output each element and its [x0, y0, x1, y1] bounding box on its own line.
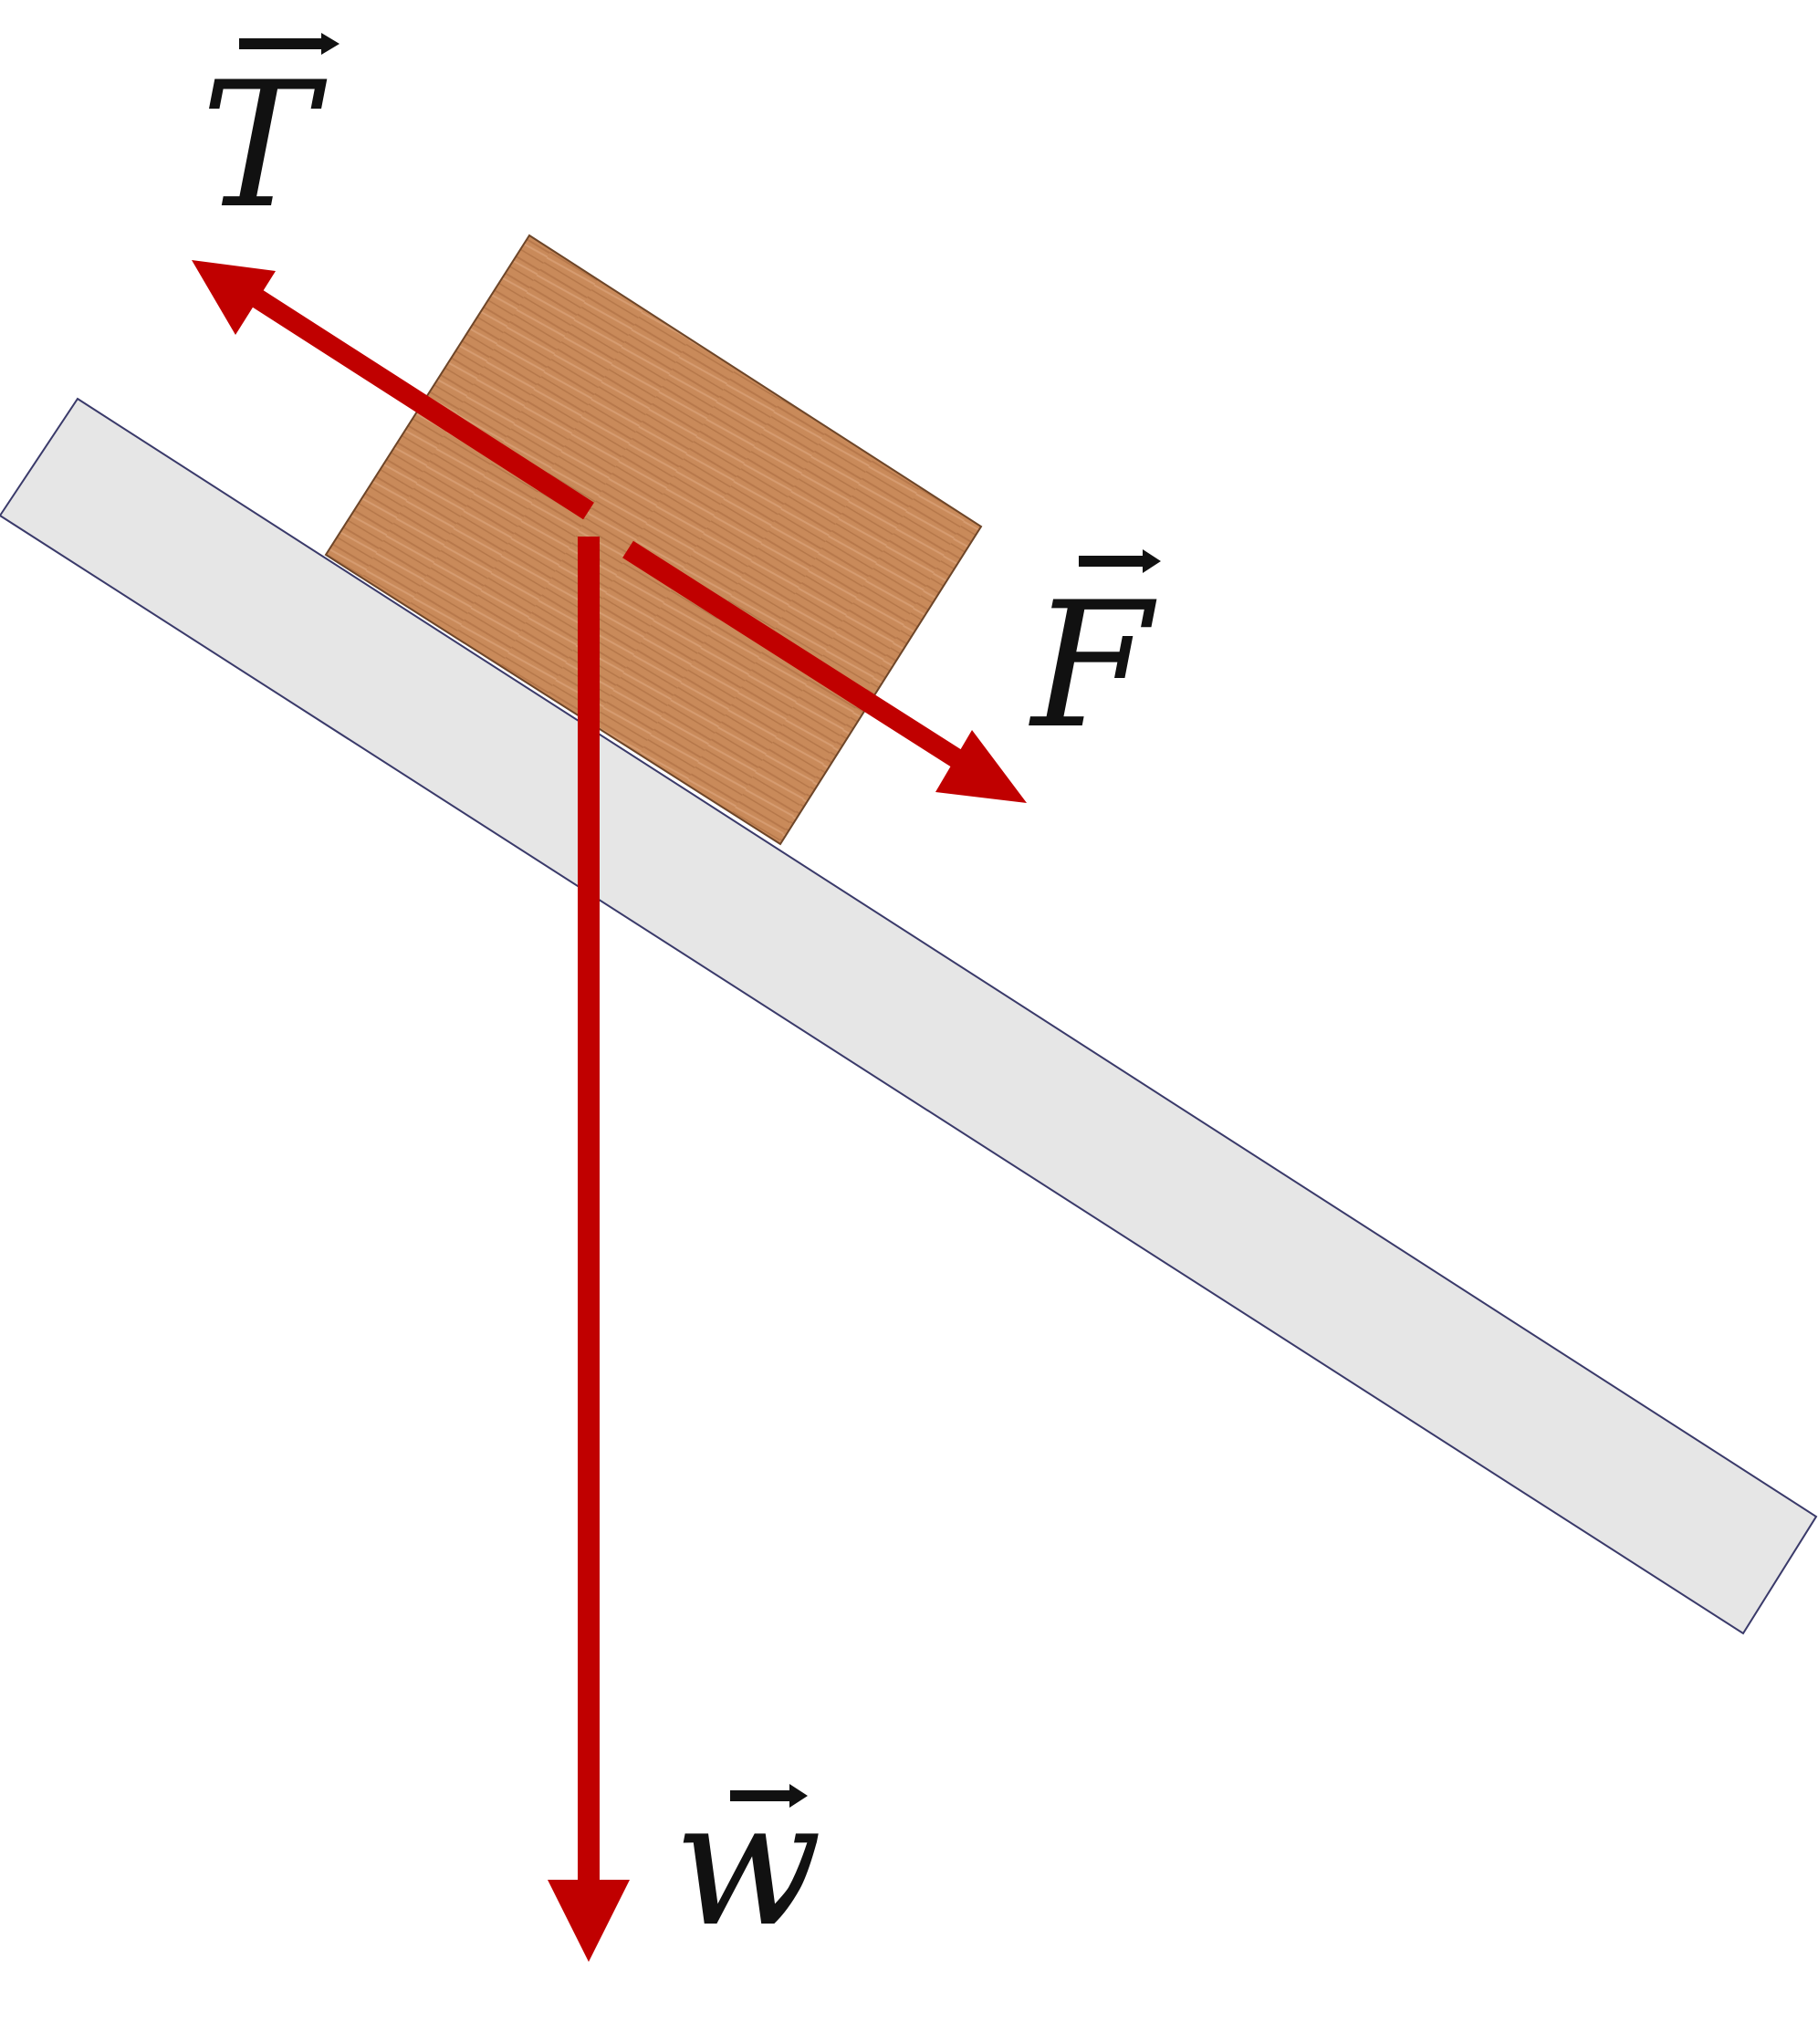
tension-arrowhead	[192, 260, 276, 335]
tension-label: T	[201, 33, 340, 246]
inclined-plane	[0, 397, 1818, 1635]
weight-label: w	[674, 1763, 822, 1965]
applied-force-vector	[622, 540, 1027, 803]
applied-force-vector-arrow-icon	[1079, 549, 1161, 573]
weight-vector	[548, 537, 630, 1962]
weight-symbol: w	[674, 1763, 822, 1965]
wooden-block	[324, 234, 983, 846]
tension-vector-arrow-icon	[239, 33, 340, 55]
tension-vector	[192, 260, 594, 520]
applied-force-arrowhead	[935, 730, 1027, 803]
applied-force-symbol: F	[1029, 565, 1157, 766]
applied-force-label: F	[1029, 549, 1161, 766]
weight-arrowhead	[548, 1880, 630, 1962]
weight-vector-arrow-icon	[730, 1784, 808, 1808]
tension-symbol: T	[201, 45, 328, 246]
